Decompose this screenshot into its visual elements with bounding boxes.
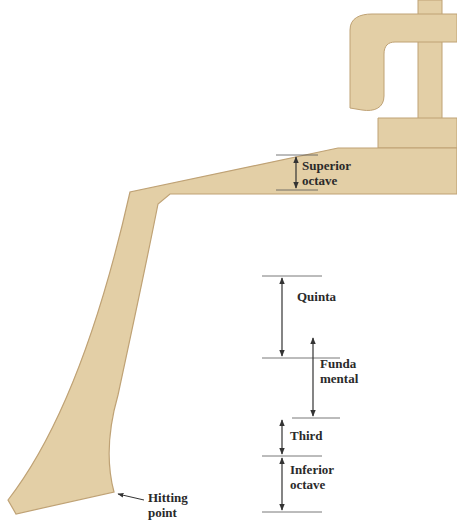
dimension-arrows: [282, 157, 313, 510]
part-label: Funda mental: [320, 356, 370, 386]
part-label: Inferior octave: [290, 462, 352, 492]
hitting-leader: [118, 494, 144, 500]
part-label: Quinta: [297, 289, 367, 304]
part-label: Third: [290, 428, 350, 443]
bell-body: [8, 148, 457, 514]
part-label: Hitting point: [148, 490, 208, 520]
bell-crown-block: [378, 118, 457, 148]
dimension-ticks: [262, 155, 340, 512]
part-label: Superior octave: [302, 158, 364, 188]
bell-canon: [350, 14, 457, 110]
